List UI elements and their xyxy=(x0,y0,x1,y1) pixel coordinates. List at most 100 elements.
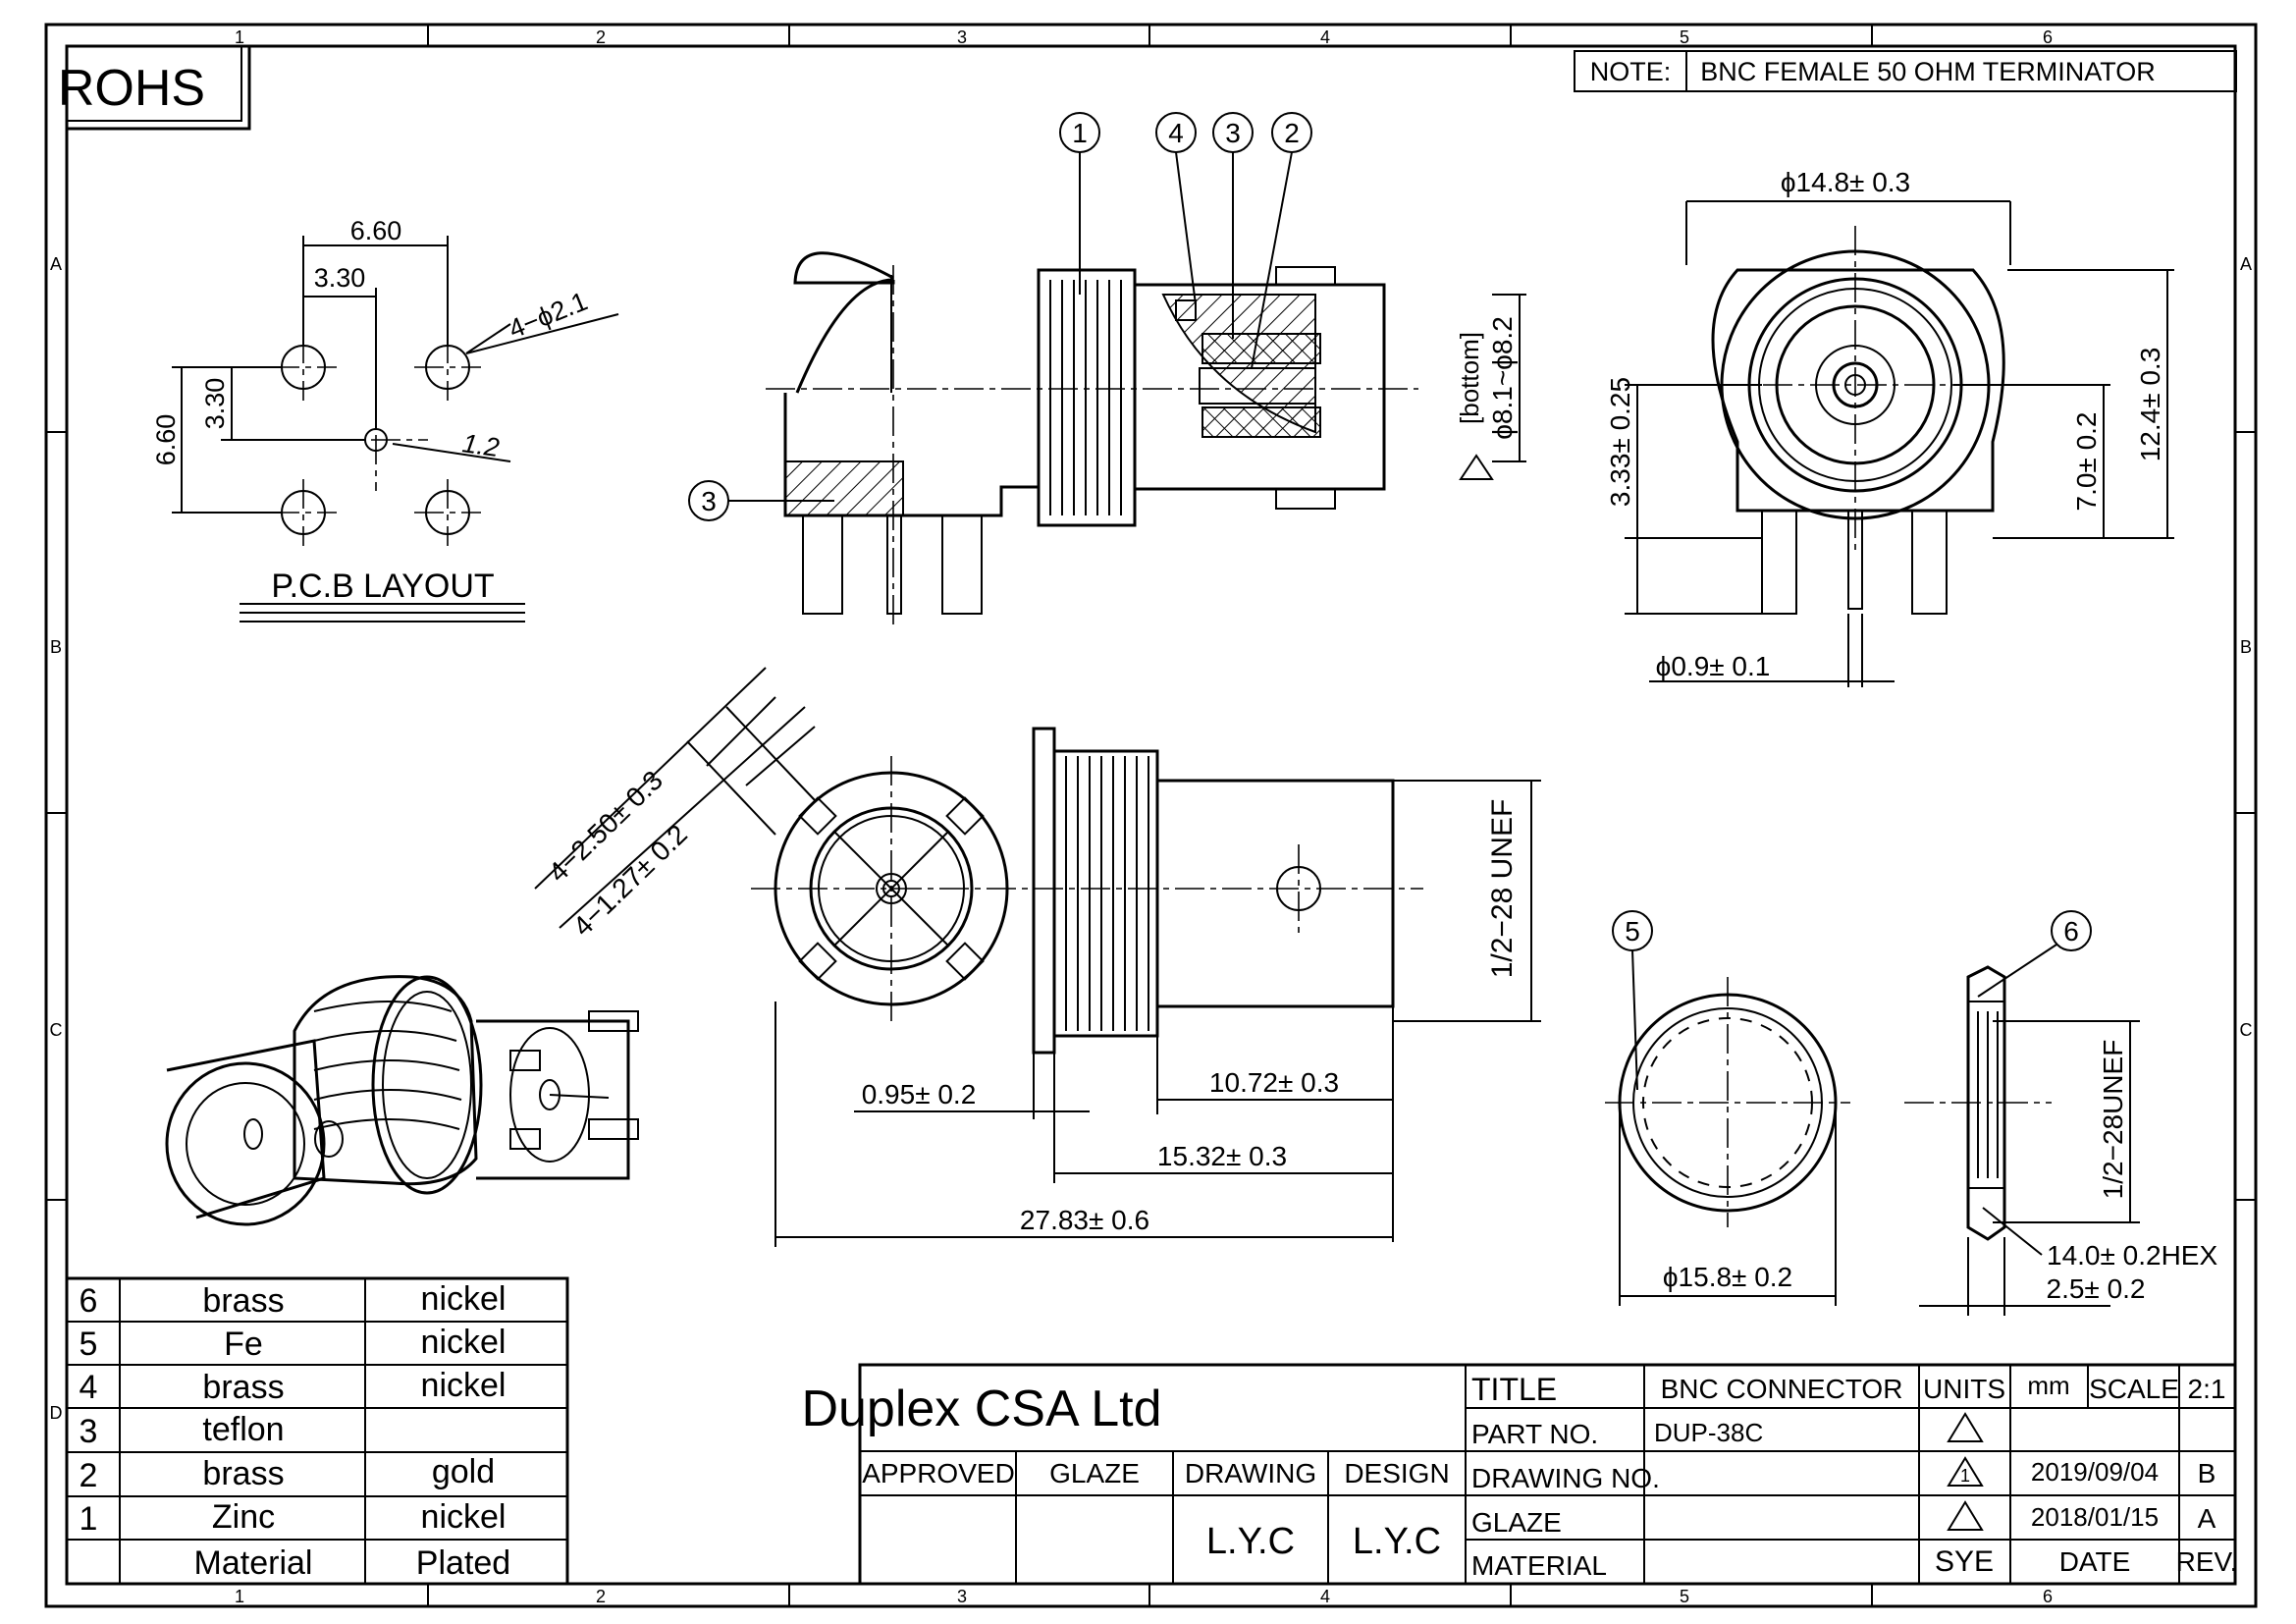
design-col-label: DESIGN xyxy=(1344,1458,1449,1489)
note-box: NOTE: BNC FEMALE 50 OHM TERMINATOR xyxy=(1574,50,2237,92)
bom-row-3-material: brass xyxy=(202,1369,284,1406)
rev-b-mark: 1 xyxy=(1960,1466,1970,1486)
glaze-label: GLAZE xyxy=(1471,1507,1562,1538)
front-dim-offset: 3.33± 0.25 xyxy=(1605,377,1635,507)
scale-value: 2:1 xyxy=(2188,1374,2226,1404)
rev-label: REV. xyxy=(2176,1546,2238,1577)
bom-header-plated: Plated xyxy=(416,1544,510,1582)
pcb-dim-height-total: 6.60 xyxy=(151,414,181,466)
bom-table: 6 brass nickel 5 Fe nickel 4 brass nicke… xyxy=(65,1276,569,1586)
grid-col-6-top: 6 xyxy=(2043,27,2053,47)
bom-row-3-no: 4 xyxy=(80,1369,98,1406)
bom-row-5-no: 2 xyxy=(80,1457,98,1494)
bom-row-1-material: brass xyxy=(202,1282,284,1320)
bom-row-4-no: 3 xyxy=(80,1413,98,1450)
side-balloon-1: 1 xyxy=(1072,118,1088,148)
grid-row-a-right: A xyxy=(2240,254,2252,274)
title-value: BNC CONNECTOR xyxy=(1661,1374,1903,1404)
front-dim-mid: 7.0± 0.2 xyxy=(2071,412,2102,512)
bom-row-1-no: 6 xyxy=(80,1282,98,1320)
grid-col-4-top: 4 xyxy=(1320,27,1330,47)
top-dim-len1: 10.72± 0.3 xyxy=(1209,1067,1339,1098)
top-dim-thread: 1/2−28 UNEF xyxy=(1486,799,1519,979)
grid-col-6-bottom: 6 xyxy=(2043,1587,2053,1606)
grid-row-b-left: B xyxy=(50,637,62,657)
pcb-dim-holes: 4−ϕ2.1 xyxy=(505,286,592,344)
grid-col-1-bottom: 1 xyxy=(235,1587,244,1606)
top-view: 4−2.50± 0.3 4−1.27± 0.2 1/2−28 UNEF 0.95… xyxy=(534,667,1541,1247)
date-label: DATE xyxy=(2059,1546,2131,1577)
top-dim-len3: 27.83± 0.6 xyxy=(1020,1205,1149,1235)
nut-dim-thread: 1/2−28UNEF xyxy=(2098,1040,2128,1200)
part-no-label: PART NO. xyxy=(1471,1419,1598,1449)
title-block: Duplex CSA Ltd APPROVED GLAZE DRAWING DE… xyxy=(801,1363,2238,1586)
washer-balloon: 5 xyxy=(1625,916,1640,947)
rev-b-letter: B xyxy=(2198,1458,2216,1489)
grid-row-c-left: C xyxy=(50,1020,63,1040)
sye-label: SYE xyxy=(1935,1545,1994,1578)
rev-a-date: 2018/01/15 xyxy=(2031,1502,2159,1532)
bom-header-material: Material xyxy=(194,1544,313,1582)
bom-row-5-plated: gold xyxy=(432,1453,495,1490)
nut-dim-hex: 14.0± 0.2HEX xyxy=(2047,1240,2217,1271)
drawing-no-label: DRAWING NO. xyxy=(1471,1463,1660,1493)
washer-dim-dia: ϕ15.8± 0.2 xyxy=(1663,1262,1792,1292)
material-label: MATERIAL xyxy=(1471,1550,1607,1581)
grid-col-5-top: 5 xyxy=(1680,27,1689,47)
nut-balloon: 6 xyxy=(2063,916,2079,947)
iso-view xyxy=(165,975,639,1226)
grid-col-5-bottom: 5 xyxy=(1680,1587,1689,1606)
side-balloon-3: 3 xyxy=(1225,118,1241,148)
units-label: UNITS xyxy=(1923,1374,2005,1404)
part-no-value: DUP-38C xyxy=(1654,1418,1763,1447)
side-bottom-dim: ϕ8.1~ϕ8.2 xyxy=(1487,316,1518,440)
rev-b-date: 2019/09/04 xyxy=(2031,1457,2159,1487)
rohs-box: ROHS xyxy=(58,44,251,131)
grid-col-3-bottom: 3 xyxy=(957,1587,967,1606)
design-by: L.Y.C xyxy=(1353,1521,1441,1562)
bom-row-6-plated: nickel xyxy=(421,1498,507,1536)
grid-col-2-top: 2 xyxy=(596,27,606,47)
nut-dim-thick: 2.5± 0.2 xyxy=(2047,1273,2146,1304)
scale-label: SCALE xyxy=(2089,1374,2179,1404)
company-name: Duplex CSA Ltd xyxy=(801,1380,1161,1437)
drawing-col-label: DRAWING xyxy=(1185,1458,1316,1489)
pcb-dim-center: 1.2 xyxy=(460,428,501,462)
front-dim-width: ϕ14.8± 0.3 xyxy=(1781,167,1910,197)
rohs-label: ROHS xyxy=(58,60,205,117)
front-dim-pin: ϕ0.9± 0.1 xyxy=(1656,651,1771,681)
pcb-layout-title: P.C.B LAYOUT xyxy=(271,568,494,605)
title-label: TITLE xyxy=(1471,1372,1557,1407)
front-dim-height: 12.4± 0.3 xyxy=(2135,348,2165,462)
pcb-dim-height-half: 3.30 xyxy=(200,378,230,430)
bom-row-3-plated: nickel xyxy=(421,1367,507,1404)
pcb-dim-width-total: 6.60 xyxy=(350,216,402,245)
approved-label: APPROVED xyxy=(862,1458,1015,1489)
top-dim-flange: 0.95± 0.2 xyxy=(862,1079,977,1110)
side-section-view: 1 4 3 2 3 xyxy=(688,112,1526,628)
front-view: ϕ14.8± 0.3 12.4± 0.3 7.0± 0.2 3.33± 0.25… xyxy=(1605,167,2174,687)
grid-col-2-bottom: 2 xyxy=(596,1587,606,1606)
grid-col-4-bottom: 4 xyxy=(1320,1587,1330,1606)
washer-view: 5 ϕ15.8± 0.2 xyxy=(1605,910,1850,1306)
frame: 1 2 3 4 5 6 1 2 3 4 5 6 A B C D A B C xyxy=(44,23,2258,1608)
grid-row-b-right: B xyxy=(2240,637,2252,657)
glaze-col-label: GLAZE xyxy=(1049,1458,1140,1489)
side-balloon-3-body: 3 xyxy=(701,486,717,516)
bom-row-2-material: Fe xyxy=(224,1326,263,1363)
grid-col-3-top: 3 xyxy=(957,27,967,47)
note-text: BNC FEMALE 50 OHM TERMINATOR xyxy=(1700,57,2156,86)
pcb-layout-view: 6.60 3.30 6.60 3.30 4−ϕ2.1 1.2 P.C.B LAY… xyxy=(151,216,619,623)
grid-col-1-top: 1 xyxy=(235,27,244,47)
note-label: NOTE: xyxy=(1590,57,1672,86)
top-dim-len2: 15.32± 0.3 xyxy=(1157,1141,1287,1171)
units-value: mm xyxy=(2027,1371,2069,1400)
rev-a-letter: A xyxy=(2198,1503,2216,1534)
side-balloon-4: 4 xyxy=(1168,118,1184,148)
bom-row-1-plated: nickel xyxy=(421,1280,507,1318)
grid-row-a-left: A xyxy=(50,254,62,274)
grid-row-d-left: D xyxy=(50,1403,63,1423)
side-bottom-note: [bottom] xyxy=(1455,332,1484,424)
bom-row-5-material: brass xyxy=(202,1455,284,1492)
